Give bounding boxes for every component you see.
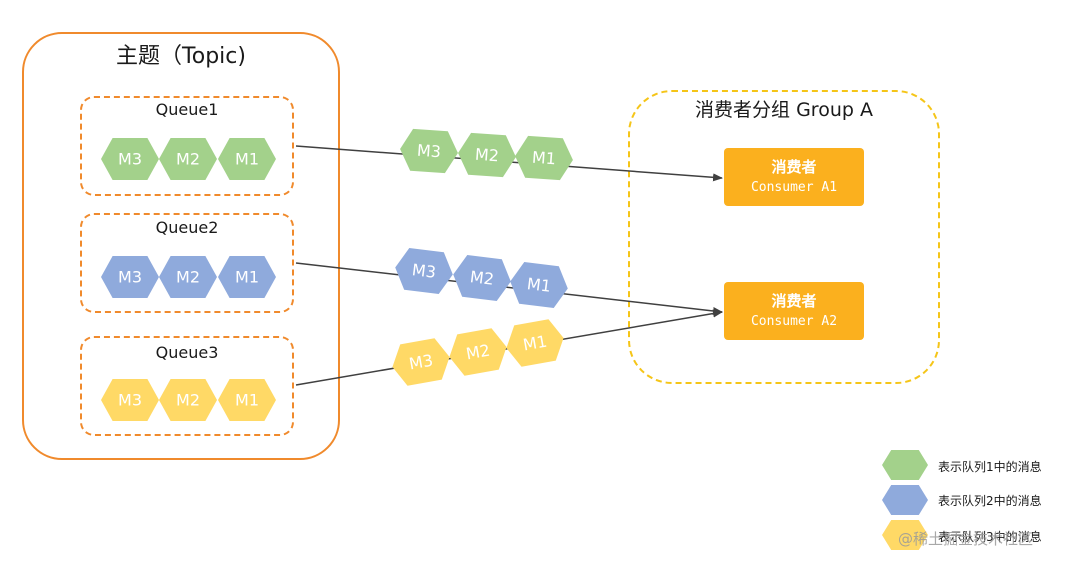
queue1-message-m1-label: M1	[235, 150, 259, 169]
consumer-group-container	[628, 90, 940, 384]
topic-container	[22, 32, 340, 460]
queue2-message-m1: M1	[218, 256, 276, 298]
queue3-box	[80, 336, 294, 436]
queue2-message-m2-label: M2	[176, 268, 200, 287]
flow3-message-m2-shape	[449, 328, 507, 376]
queue3-message-m2-shape	[159, 379, 217, 421]
queue2-message-m2-shape	[159, 256, 217, 298]
flow3-message-m3: M3	[392, 338, 450, 386]
queue3-message-m2-label: M2	[176, 391, 200, 410]
flow2-message-m3: M3	[395, 248, 453, 294]
topic-title: 主题（Topic)	[116, 44, 246, 69]
flow3-message-m1-label: M1	[522, 332, 549, 355]
queue1-message-m2-label: M2	[176, 150, 200, 169]
flow1-message-m2-label: M2	[474, 145, 499, 166]
flow3-message-m3-label: M3	[408, 351, 435, 374]
watermark: @稀土掘金技术社区	[898, 530, 1034, 548]
queue1-message-m2-shape	[159, 138, 217, 180]
queue2-message-m2: M2	[159, 256, 217, 298]
consumer-a1: 消费者 Consumer A1	[724, 148, 864, 206]
queue2-message-m1-label: M1	[235, 268, 259, 287]
flow2-message-m2-shape	[453, 255, 511, 301]
legend-hexagon-queue2	[882, 485, 928, 515]
queue1-title: Queue1	[155, 100, 219, 119]
queue2-message-m3-shape	[101, 256, 159, 298]
flow3-message-m2: M2	[449, 328, 507, 376]
flow-arrow-2	[295, 262, 723, 315]
flow1-message-m1-shape	[515, 135, 573, 181]
legend-hexagon-queue1	[882, 450, 928, 480]
queue3-message-m3-label: M3	[118, 391, 142, 410]
flow2-message-m1: M1	[510, 262, 568, 308]
flow2-message-m1-label: M1	[526, 274, 552, 296]
queue3-message-m1: M1	[218, 379, 276, 421]
legend-hexagon-queue3	[882, 520, 928, 550]
queue2-message-m3: M3	[101, 256, 159, 298]
queue3-title: Queue3	[155, 343, 219, 362]
flow1-message-m2-shape	[458, 132, 516, 178]
queue1-message-m1: M1	[218, 138, 276, 180]
queue1-message-m3-shape	[101, 138, 159, 180]
queue3-message-m2: M2	[159, 379, 217, 421]
queue1-message-m2: M2	[159, 138, 217, 180]
queue1-box	[80, 96, 294, 196]
queue2-message-m3-label: M3	[118, 268, 142, 287]
flow1-message-m1-label: M1	[531, 148, 556, 169]
flow2-message-m3-shape	[395, 248, 453, 294]
consumer-a1-cn-label: 消费者	[771, 158, 817, 176]
legend-label-queue3: 表示队列3中的消息	[938, 530, 1042, 544]
queue3-message-m1-label: M1	[235, 391, 259, 410]
flow1-message-m3-shape	[400, 128, 458, 174]
queue2-message-m1-shape	[218, 256, 276, 298]
legend-label-queue1: 表示队列1中的消息	[938, 460, 1042, 474]
flow1-message-m3: M3	[400, 128, 458, 174]
consumer-a2: 消费者 Consumer A2	[724, 282, 864, 340]
queue2-box	[80, 213, 294, 313]
flow3-message-m2-label: M2	[465, 341, 492, 364]
queue3-message-m1-shape	[218, 379, 276, 421]
flow2-message-m3-label: M3	[411, 260, 437, 282]
queue2-title: Queue2	[155, 218, 219, 237]
consumer-a2-en-label: Consumer A2	[750, 314, 838, 329]
flow1-message-m2: M2	[458, 132, 516, 178]
flow2-message-m2: M2	[453, 255, 511, 301]
queue1-message-m3: M3	[101, 138, 159, 180]
flow3-message-m1: M1	[506, 319, 564, 367]
legend-hexagon-queue1-shape	[882, 450, 928, 480]
flow2-message-m1-shape	[510, 262, 568, 308]
flow2-message-m2-label: M2	[469, 267, 495, 289]
queue1-message-m3-label: M3	[118, 150, 142, 169]
legend-hexagon-queue3-shape	[882, 520, 928, 550]
legend-hexagon-queue2-shape	[882, 485, 928, 515]
flow3-message-m1-shape	[506, 319, 564, 367]
queue3-message-m3: M3	[101, 379, 159, 421]
queue3-message-m3-shape	[101, 379, 159, 421]
flow3-message-m3-shape	[392, 338, 450, 386]
queue1-message-m1-shape	[218, 138, 276, 180]
consumer-a2-cn-label: 消费者	[771, 292, 817, 310]
consumer-a1-en-label: Consumer A1	[750, 180, 838, 195]
legend-label-queue2: 表示队列2中的消息	[938, 494, 1042, 508]
flow1-message-m1: M1	[515, 135, 573, 181]
flow1-message-m3-label: M3	[416, 141, 441, 162]
consumer-group-title: 消费者分组 Group A	[695, 99, 873, 121]
